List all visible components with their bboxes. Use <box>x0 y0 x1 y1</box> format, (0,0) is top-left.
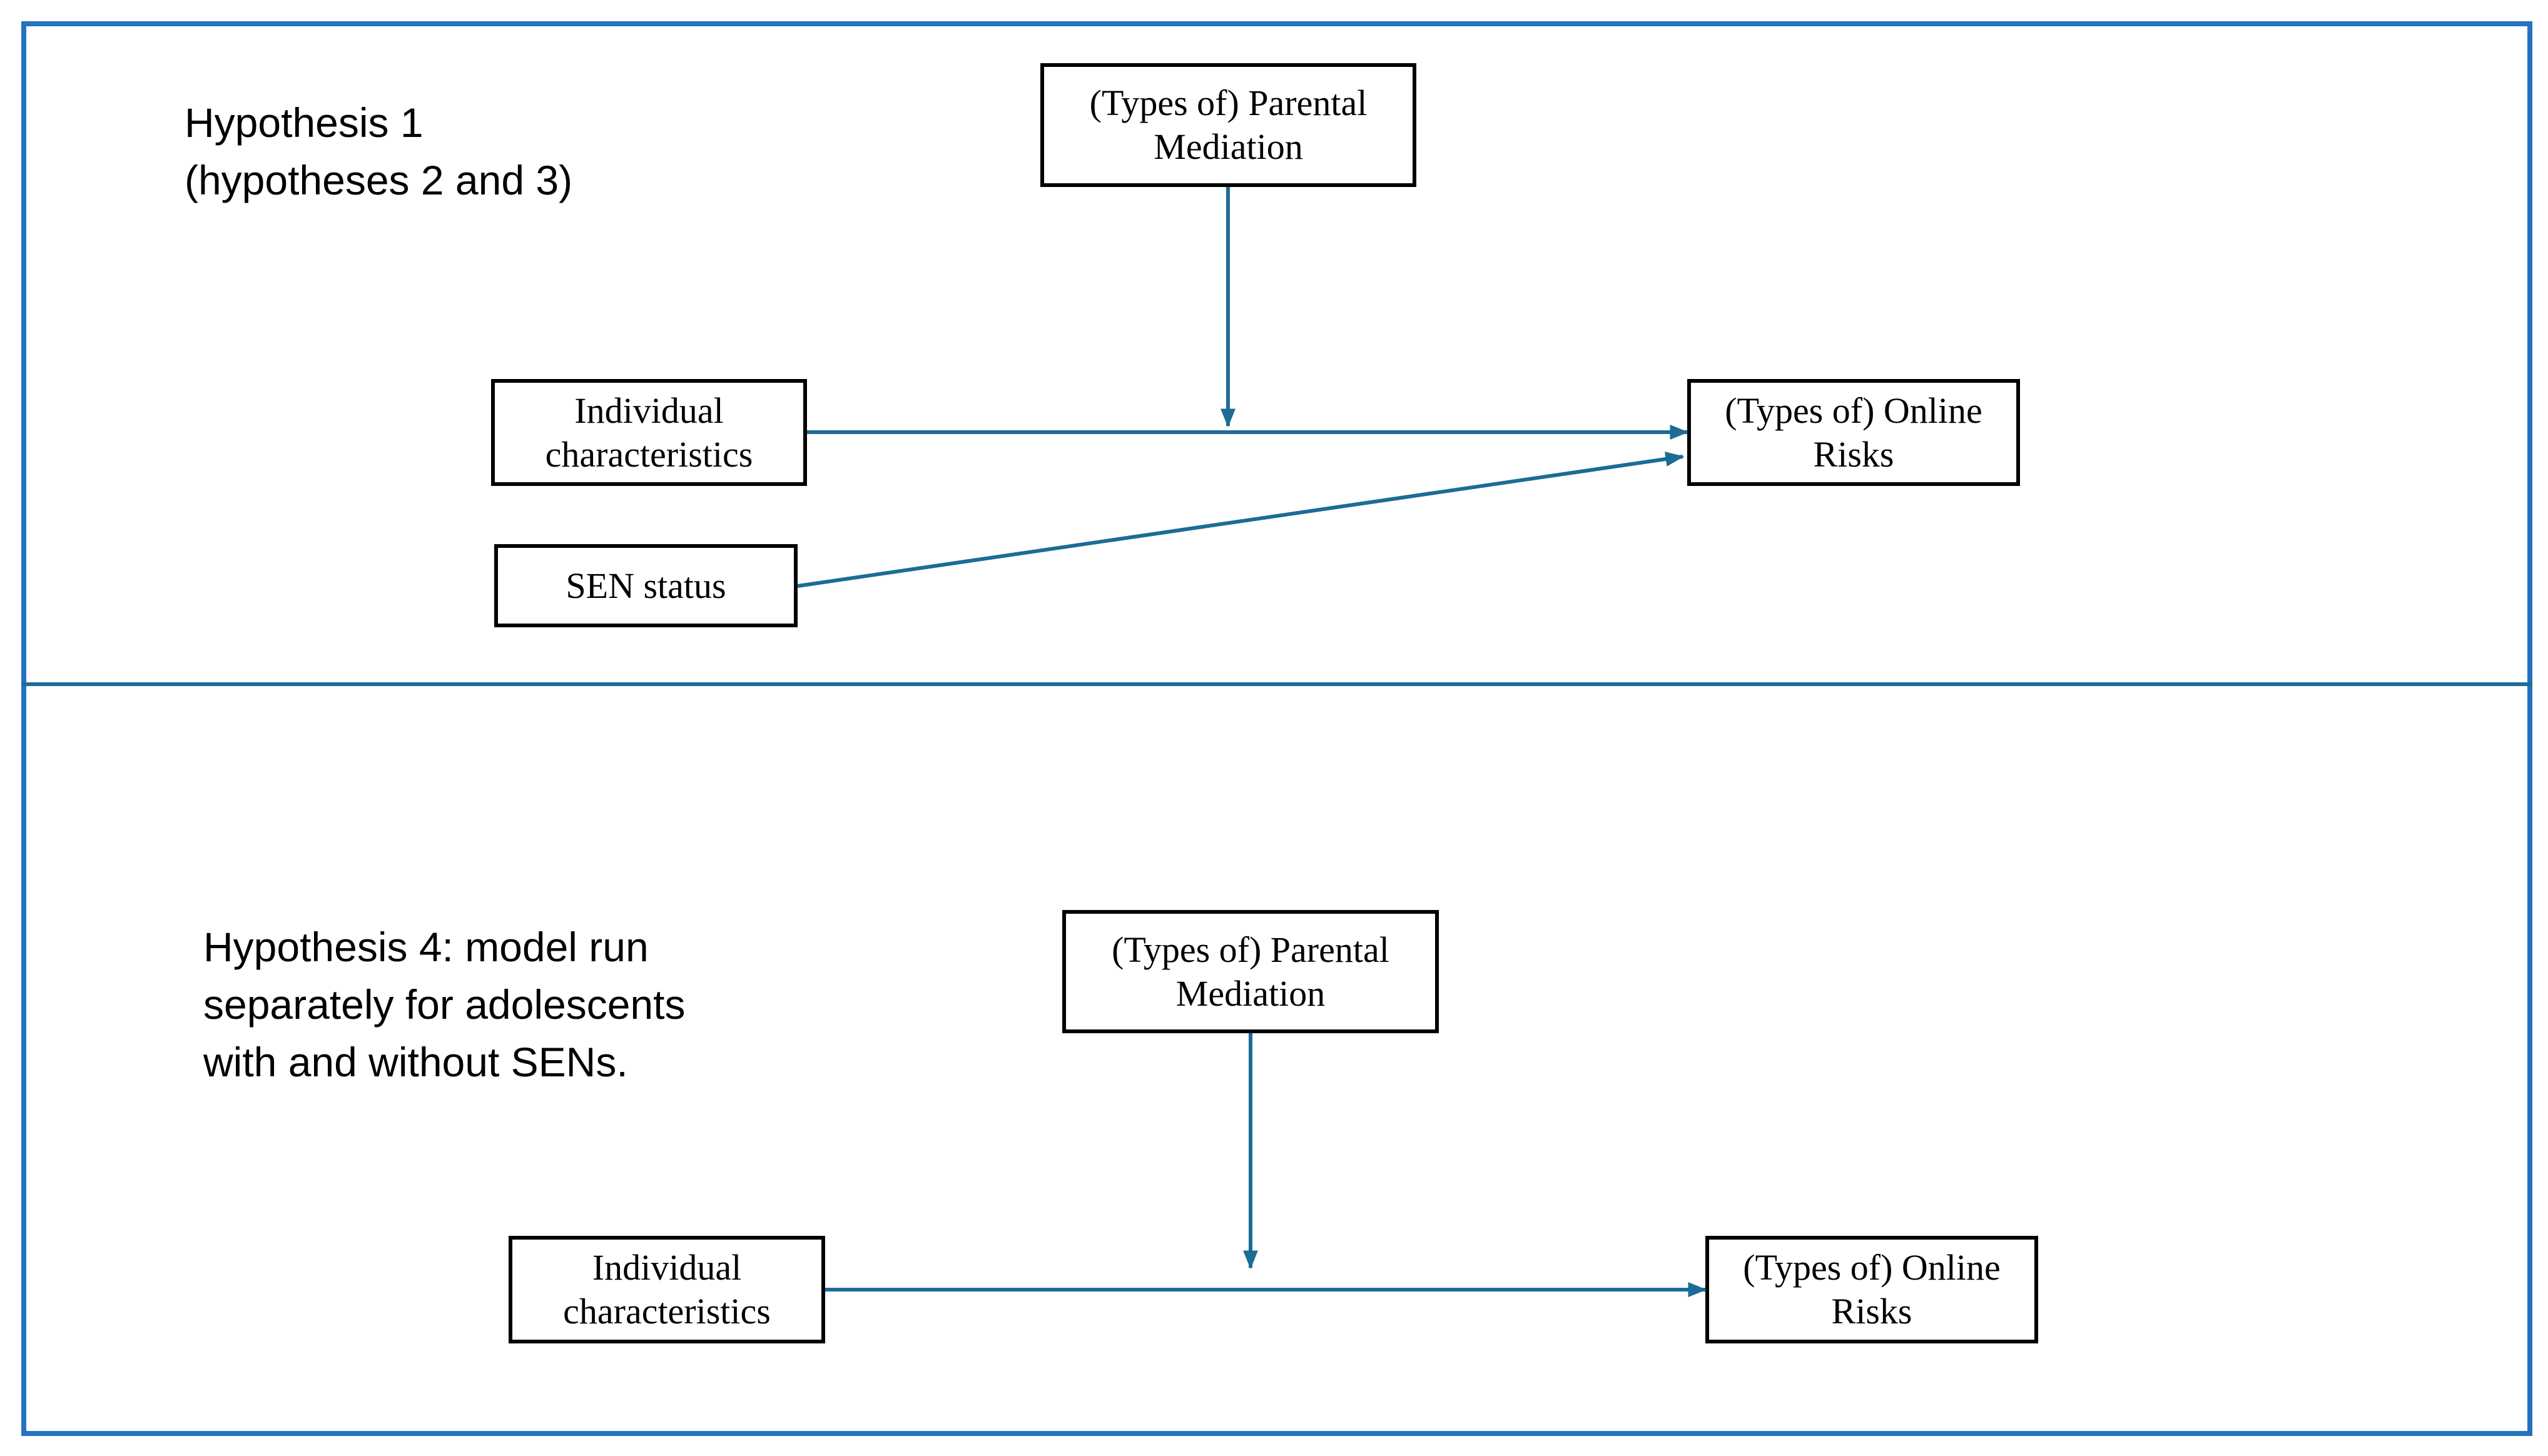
arrow-sen-status-to-online-risks <box>797 452 1685 588</box>
box-label-line: SEN status <box>566 565 726 606</box>
individual-characteristics-box: Individual characteristics <box>509 1236 825 1343</box>
box-label-line: characteristics <box>563 1291 771 1332</box>
individual-characteristics-box: Individual characteristics <box>491 379 807 486</box>
parental-mediation-box: (Types of) Parental Mediation <box>1062 910 1439 1033</box>
heading-line: (hypotheses 2 and 3) <box>185 157 573 203</box>
heading-line: Hypothesis 4: model run <box>203 924 649 970</box>
sen-status-box: SEN status <box>494 544 798 627</box>
hypothesis-1-heading: Hypothesis 1 (hypotheses 2 and 3) <box>185 94 572 209</box>
hypothesis-4-heading: Hypothesis 4: model run separately for a… <box>203 918 685 1091</box>
online-risks-box: (Types of) Online Risks <box>1687 379 2020 486</box>
outer-frame <box>21 21 2532 1436</box>
box-label-line: Individual <box>574 390 724 431</box>
box-label-line: (Types of) Online <box>1725 390 1982 431</box>
box-label-line: Risks <box>1813 433 1894 475</box>
panel-divider <box>21 682 2532 686</box>
online-risks-box: (Types of) Online Risks <box>1705 1236 2038 1343</box>
box-label-line: Risks <box>1831 1291 1912 1332</box>
heading-line: with and without SENs. <box>203 1039 628 1085</box>
heading-line: separately for adolescents <box>203 981 686 1028</box>
box-label-line: Mediation <box>1175 973 1326 1014</box>
box-label-line: characteristics <box>545 433 753 475</box>
box-label-line: (Types of) Parental <box>1112 929 1389 970</box>
parental-mediation-box: (Types of) Parental Mediation <box>1040 63 1416 187</box>
box-label-line: (Types of) Parental <box>1089 83 1368 123</box>
box-label-line: Mediation <box>1154 126 1303 167</box>
box-label-line: (Types of) Online <box>1743 1247 2001 1288</box>
box-label-line: Individual <box>592 1247 742 1288</box>
heading-line: Hypothesis 1 <box>185 99 424 146</box>
